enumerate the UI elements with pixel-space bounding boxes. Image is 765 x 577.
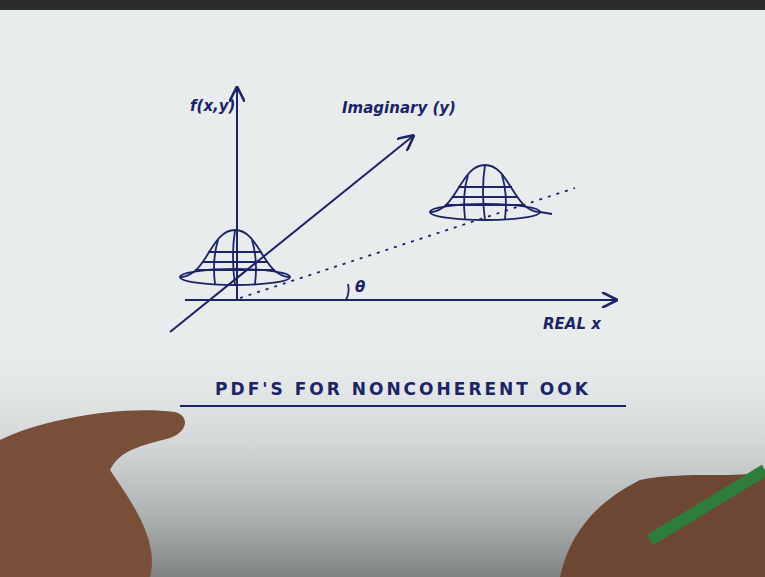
gaussian-bell <box>430 165 552 220</box>
axis-label: REAL x <box>543 316 601 333</box>
angle-arc <box>346 284 349 300</box>
imaginary-axis <box>170 136 413 332</box>
real-axis <box>185 299 616 301</box>
top-edge <box>0 0 765 10</box>
hand-shadow <box>0 330 765 577</box>
gaussian-bell <box>180 230 290 285</box>
angle-label: θ <box>355 279 365 296</box>
axis-label: Imaginary (y) <box>342 100 456 117</box>
right-hand <box>560 470 765 577</box>
left-hand <box>0 410 185 577</box>
dashed-phase-line <box>240 188 575 298</box>
axis-label: f(x,y) <box>190 98 235 115</box>
green-pen <box>650 470 765 540</box>
caption: PDF'S FOR NONCOHERENT OOK <box>215 380 591 399</box>
caption-underline <box>180 405 626 407</box>
